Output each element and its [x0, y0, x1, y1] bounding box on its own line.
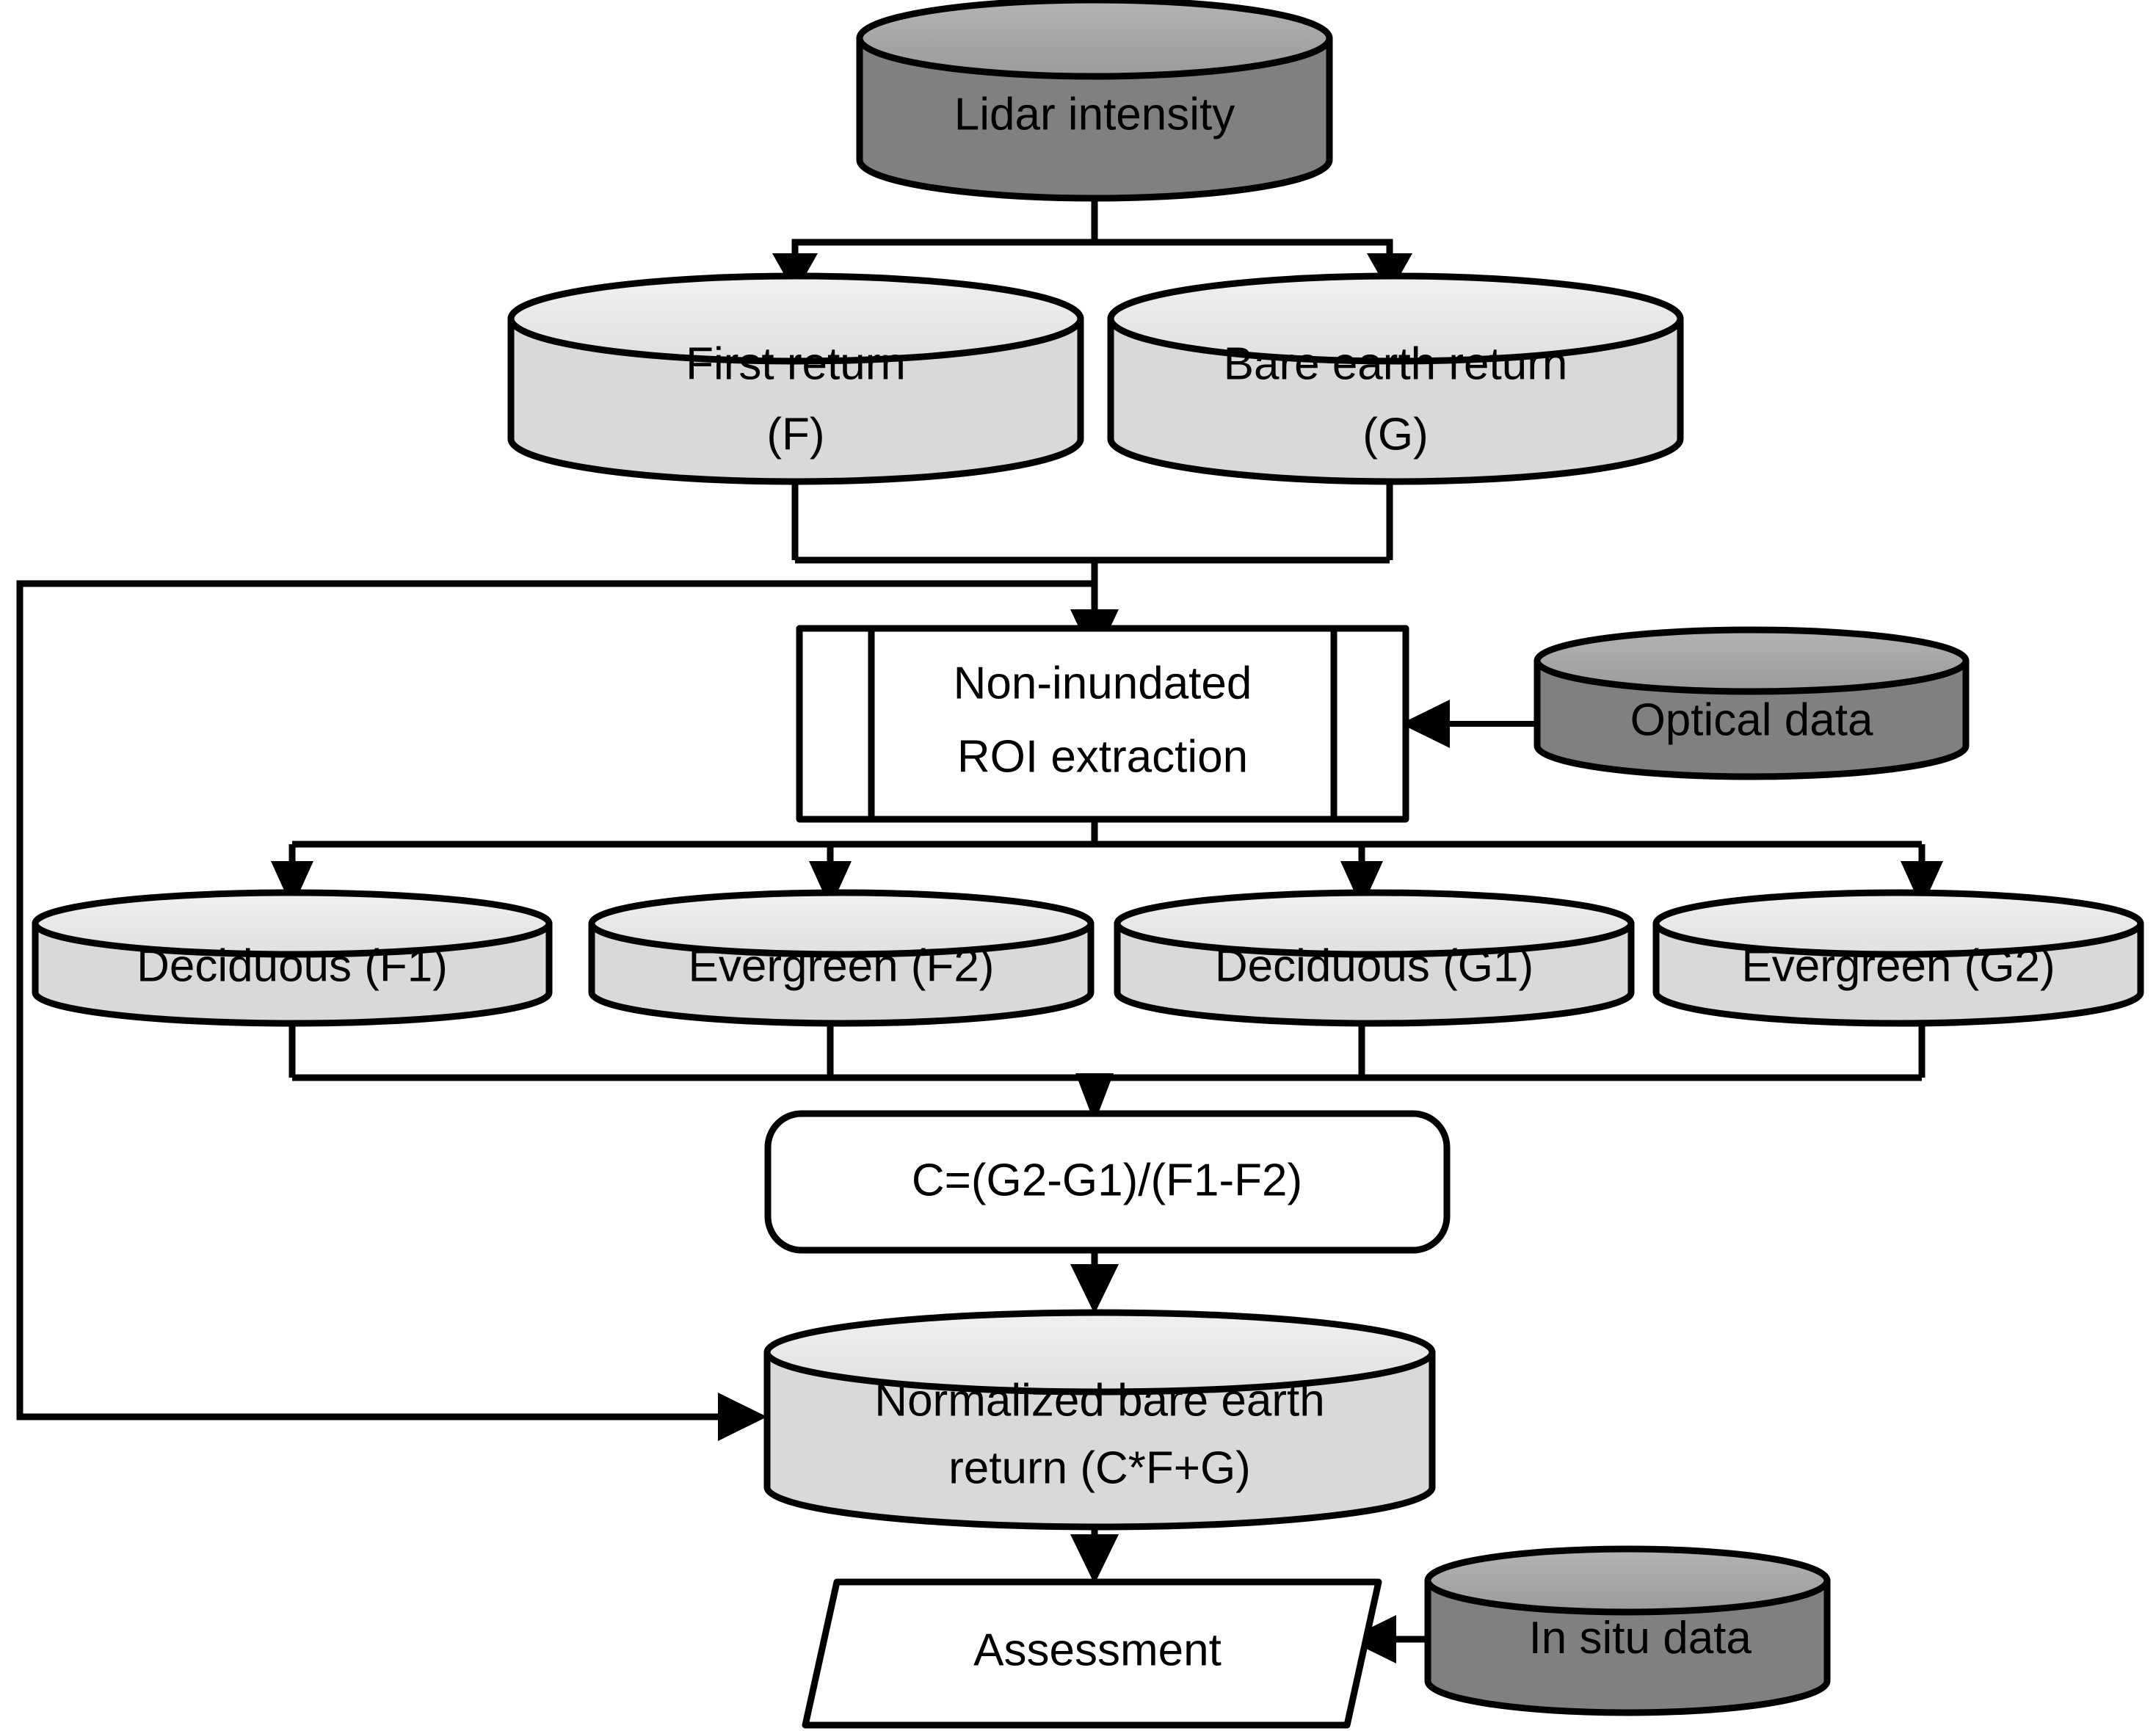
- arrow-head-evergreen-g2: [1901, 861, 1943, 908]
- roi-extraction-label-line2: ROI extraction: [957, 731, 1248, 782]
- node-first-return[interactable]: First return (F): [507, 272, 1084, 485]
- node-lidar-intensity[interactable]: Lidar intensity: [856, 0, 1333, 202]
- bare-earth-return-label-line1: Bare earth return: [1224, 338, 1568, 389]
- arrow-head-normalized-bypass: [718, 1393, 767, 1441]
- edge-returns-to-roi: [791, 470, 1393, 661]
- bare-earth-return-label-line2: (G): [1362, 409, 1429, 460]
- in-situ-data-label: In situ data: [1440, 1613, 1815, 1663]
- node-optical-data[interactable]: Optical data: [1533, 626, 1970, 780]
- arrow-head-deciduous-f1: [271, 861, 313, 908]
- roi-extraction-label-line1: Non-inundated: [954, 658, 1252, 708]
- normalized-return-label-line1: Normalized bare earth: [874, 1375, 1324, 1426]
- arrow-head-evergreen-f2: [809, 861, 852, 908]
- optical-data-label: Optical data: [1630, 694, 1873, 745]
- arrow-head-assessment-from-insitu: [1347, 1615, 1396, 1663]
- evergreen-g2-label: Evergreen (G2): [1741, 940, 2055, 991]
- evergreen-f2-label: Evergreen (F2): [689, 940, 995, 991]
- node-evergreen-g2[interactable]: Evergreen (G2): [1652, 889, 2144, 1027]
- node-roi-extraction[interactable]: Non-inundated ROI extraction: [796, 625, 1409, 823]
- node-deciduous-g1[interactable]: Deciduous (G1): [1114, 889, 1635, 1027]
- node-in-situ-data[interactable]: In situ data: [1424, 1545, 1831, 1716]
- node-bare-earth-return[interactable]: Bare earth return (G): [1107, 272, 1684, 485]
- edge-insitu-to-assessment: [1347, 1615, 1428, 1663]
- in-situ-italic-part: In situ: [1529, 1613, 1650, 1663]
- arrow-head-formula: [1075, 1073, 1114, 1123]
- node-evergreen-f2[interactable]: Evergreen (F2): [588, 889, 1095, 1027]
- lidar-intensity-label: Lidar intensity: [954, 89, 1235, 139]
- first-return-label-line2: (F): [766, 409, 824, 460]
- node-assessment[interactable]: Assessment: [802, 1578, 1382, 1729]
- deciduous-f1-label: Deciduous (F1): [137, 940, 448, 991]
- formula-label: C=(G2-G1)/(F1-F2): [912, 1155, 1302, 1205]
- arrow-head-roi-from-optical: [1401, 700, 1450, 748]
- edge-formula-to-normalized: [1070, 1248, 1119, 1314]
- edge-classes-to-formula: [288, 1017, 1925, 1123]
- assessment-label: Assessment: [973, 1625, 1222, 1675]
- first-return-label-line1: First return: [686, 338, 906, 389]
- arrow-head-deciduous-g1: [1340, 861, 1383, 908]
- node-formula[interactable]: C=(G2-G1)/(F1-F2): [764, 1110, 1451, 1254]
- normalized-return-label-line2: return (C*F+G): [948, 1442, 1251, 1493]
- edge-optical-to-roi: [1401, 700, 1537, 748]
- edge-bypass-to-normalized: [16, 580, 1095, 1441]
- node-deciduous-f1[interactable]: Deciduous (F1): [32, 889, 553, 1027]
- in-situ-rest-part: data: [1650, 1613, 1752, 1663]
- arrow-head-assessment: [1070, 1534, 1119, 1584]
- connector-layer: [16, 187, 1943, 1663]
- node-normalized-return[interactable]: Normalized bare earth return (C*F+G): [763, 1309, 1436, 1531]
- deciduous-g1-label: Deciduous (G1): [1215, 940, 1533, 991]
- arrow-head-normalized: [1070, 1264, 1119, 1314]
